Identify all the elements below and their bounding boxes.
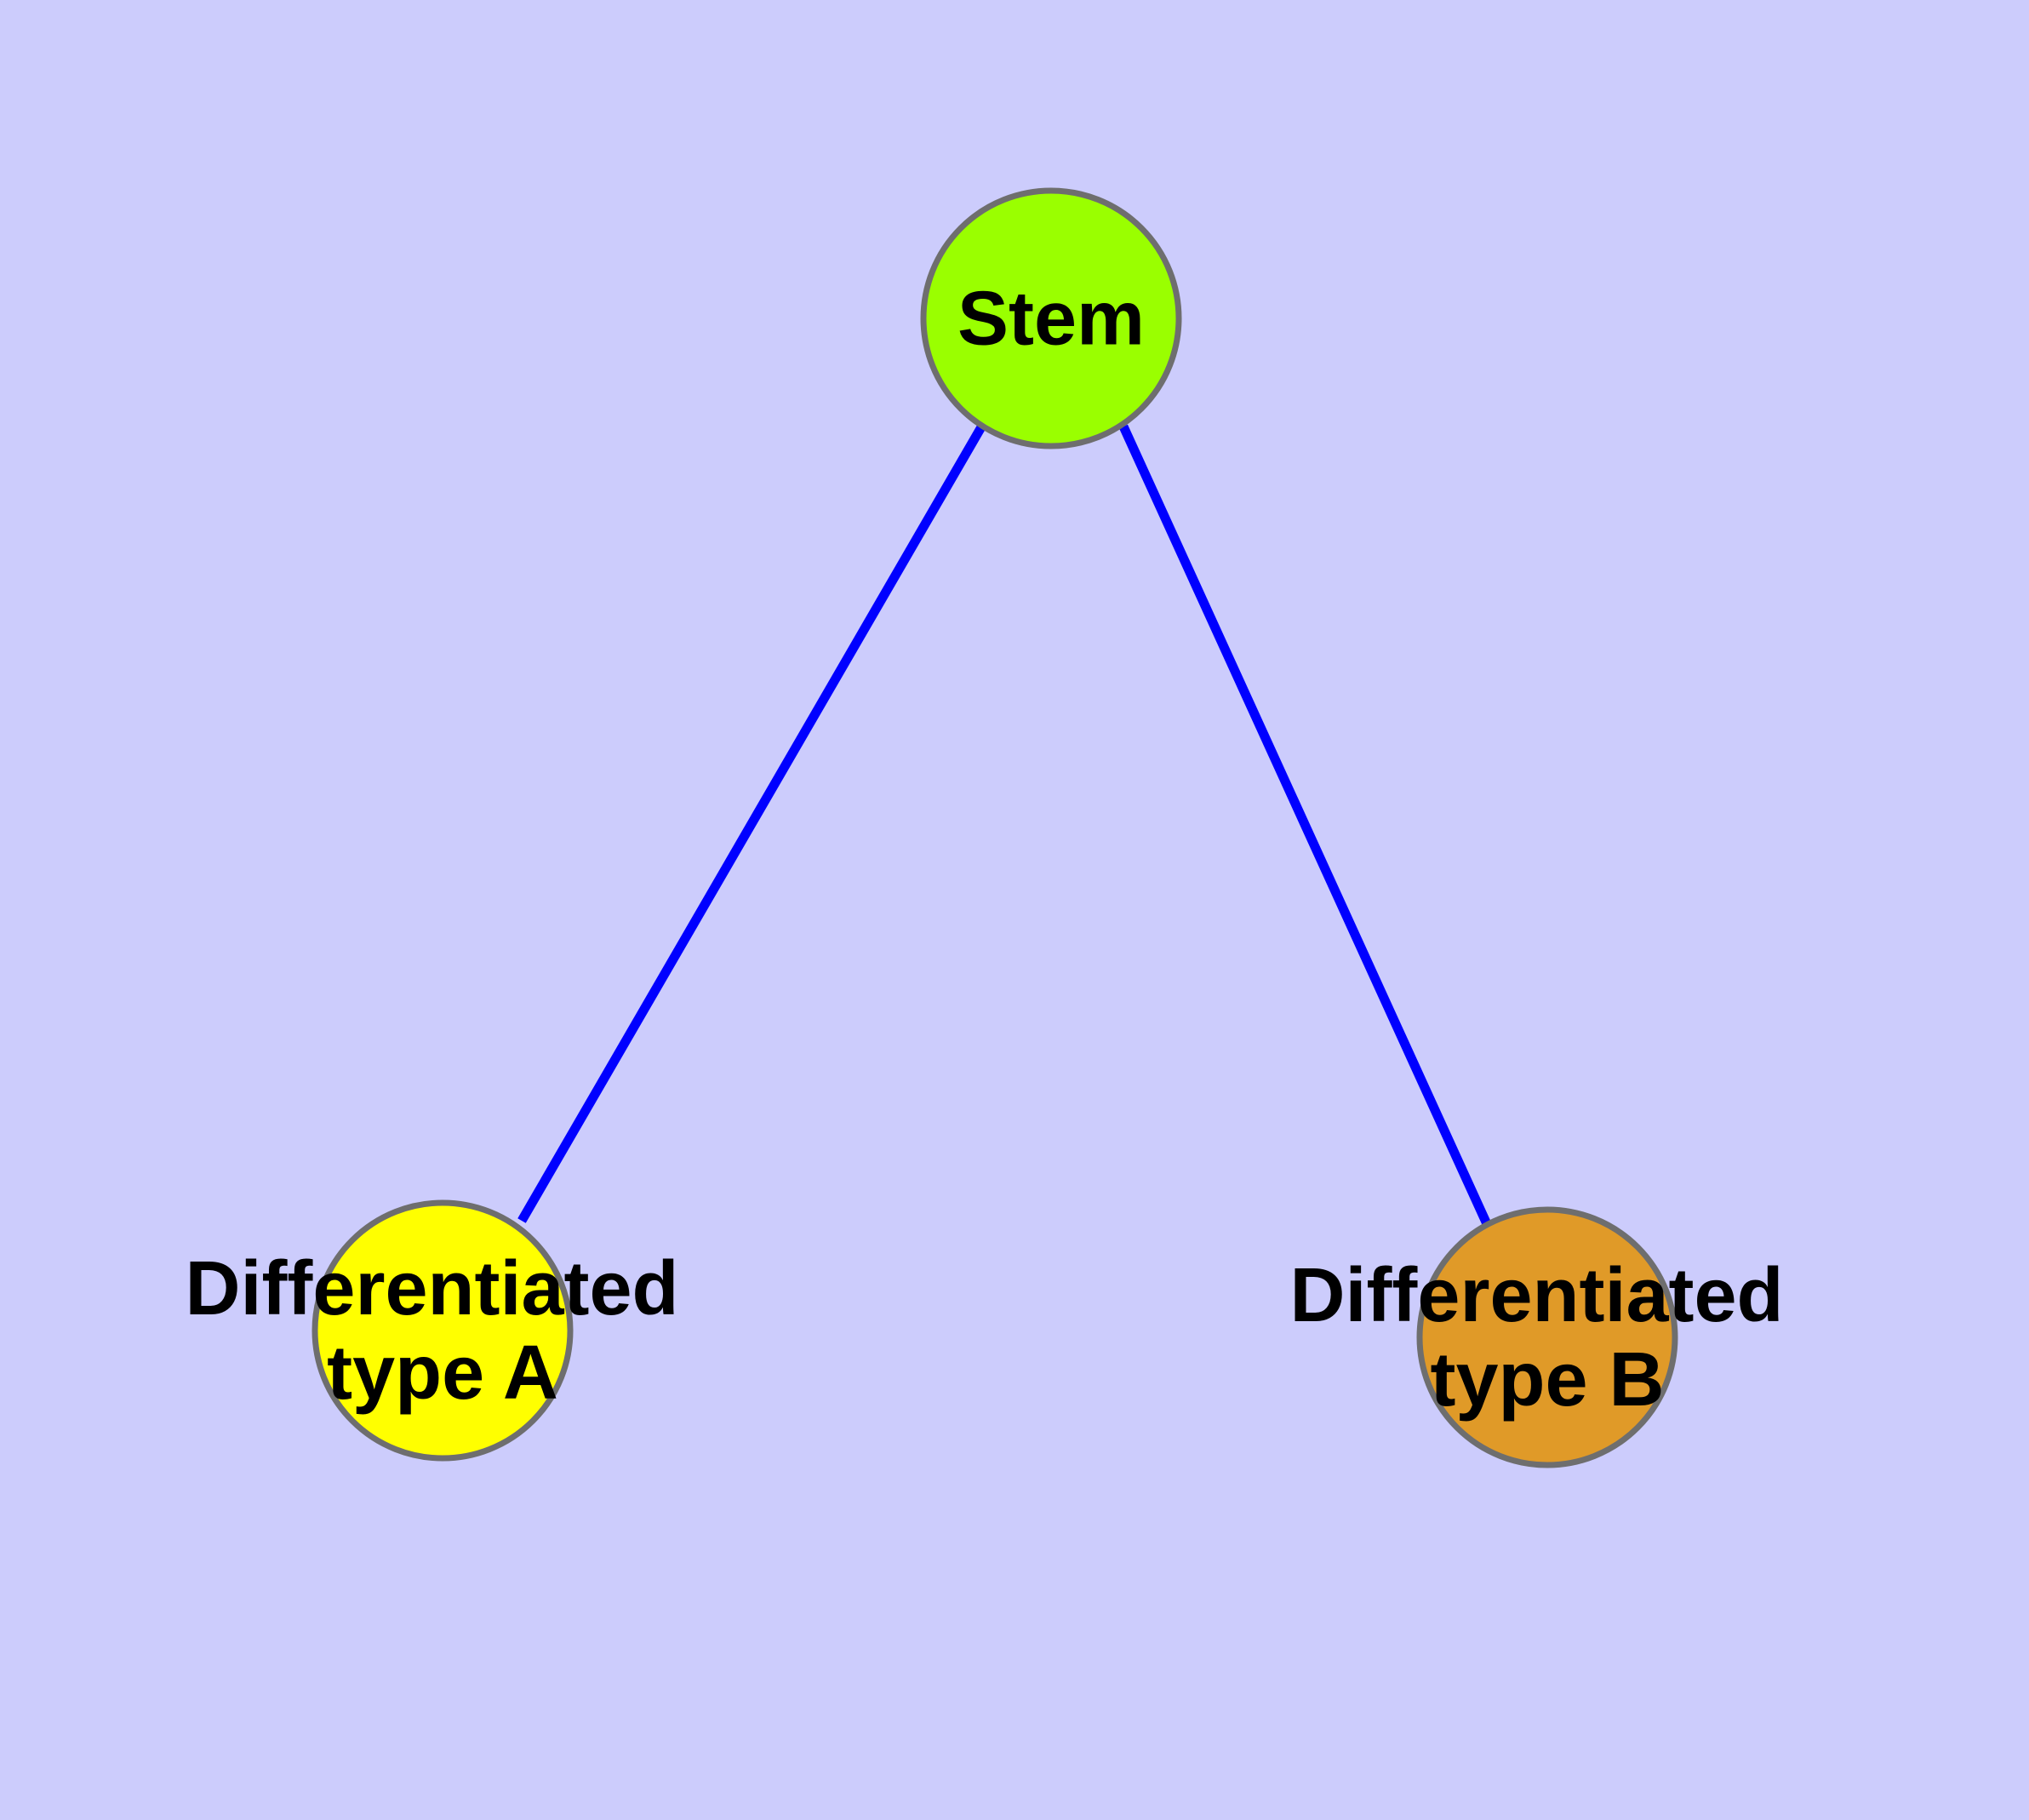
node-label-diff-a-line-1: Differentiated xyxy=(185,1246,678,1331)
nodes-layer xyxy=(311,187,1678,1468)
node-label-stem: Stem xyxy=(957,277,1145,362)
node-label-stem-line-1: Stem xyxy=(957,277,1145,362)
node-circle-diff-b[interactable] xyxy=(1416,1206,1678,1468)
node-label-diff-a: Differentiated type A xyxy=(185,1246,700,1416)
labels-layer: Stem Differentiated type A Differentiate… xyxy=(185,277,1804,1422)
node-label-diff-b: Differentiated type B xyxy=(1289,1253,1804,1422)
node-label-diff-a-line-2: type A xyxy=(327,1331,558,1416)
node-circle-diff-a[interactable] xyxy=(311,1199,574,1462)
node-circle-stem[interactable] xyxy=(920,187,1182,449)
edges-layer xyxy=(517,423,1493,1228)
node-label-diff-b-line-2: type B xyxy=(1430,1337,1664,1422)
node-label-diff-b-line-1: Differentiated xyxy=(1289,1253,1783,1338)
edge-stem-to-diff-b[interactable] xyxy=(1118,424,1493,1228)
edge-stem-to-diff-a[interactable] xyxy=(517,423,986,1223)
